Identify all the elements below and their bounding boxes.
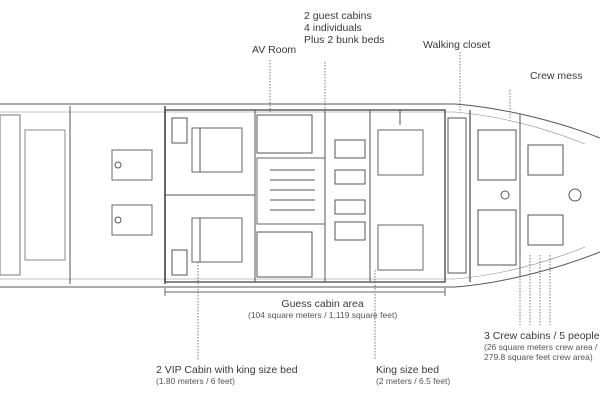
guest-area-title: Guess cabin area <box>281 298 364 310</box>
crew-cabins-sub1: (26 square meters crew area / <box>484 342 598 352</box>
engine-bottom <box>111 204 153 236</box>
crew-cabins-sub2: 279.8 square feet crew area) <box>484 352 593 362</box>
guest-area-sub: (104 square meters / 1,119 square feet) <box>248 310 398 320</box>
hull-outline <box>0 103 600 288</box>
vip-cabin-label: 2 VIP Cabin with king size bed (1.80 met… <box>156 364 298 386</box>
king-bed-label: King size bed (2 meters / 6.5 feet) <box>376 364 450 386</box>
walking-closet-label: Walking closet <box>423 39 491 51</box>
vip-bed-bottom <box>191 217 243 263</box>
guest-area-label: Guess cabin area (104 square meters / 1,… <box>248 298 397 320</box>
king-bed-sub: (2 meters / 6.5 feet) <box>376 376 451 386</box>
vip-cabin-title: 2 VIP Cabin with king size bed <box>156 364 298 376</box>
crew-cabins-label: 3 Crew cabins / 5 people (26 square mete… <box>484 330 600 362</box>
guest-cabins-line2: 4 individuals <box>304 22 362 34</box>
engine-top <box>111 149 153 181</box>
av-room-label: AV Room <box>252 44 297 56</box>
guest-cabins-label: 2 guest cabins 4 individuals Plus 2 bunk… <box>304 10 385 46</box>
guest-cabins-line3: Plus 2 bunk beds <box>304 34 385 46</box>
swim-platform <box>0 114 21 276</box>
vip-cabin-sub: (1.80 meters / 6 feet) <box>156 376 235 386</box>
crew-cabins-title: 3 Crew cabins / 5 people <box>484 330 600 342</box>
guest-cabins-line1: 2 guest cabins <box>304 10 372 22</box>
crew-mess-label: Crew mess <box>530 70 583 82</box>
king-bed-title: King size bed <box>376 364 440 376</box>
vip-bed-top <box>191 127 243 173</box>
